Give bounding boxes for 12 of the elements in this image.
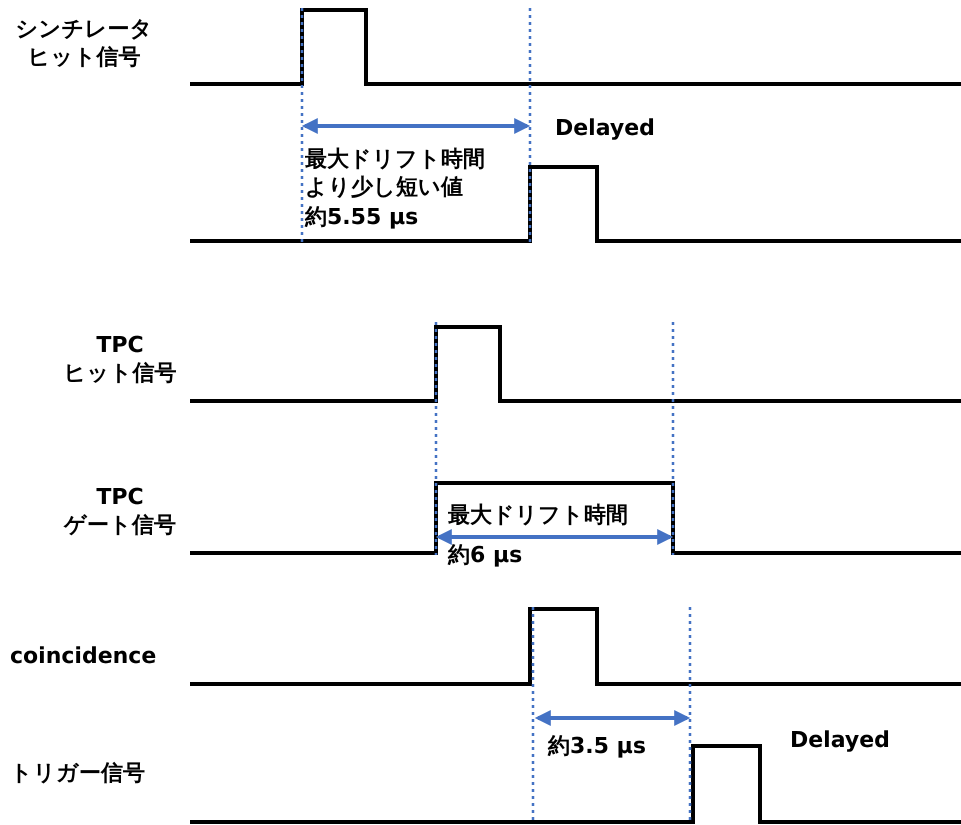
signal-label: シンチレータヒット信号: [14, 16, 154, 72]
signal-label: TPCヒット信号: [62, 332, 178, 388]
annotation-text: 最大ドリフト時間: [448, 502, 628, 530]
annotation-text: Delayed: [555, 115, 655, 143]
annotation-text: 約3.5 μs: [548, 733, 646, 761]
signal-label: coincidence: [10, 643, 156, 671]
signal-label: TPCゲート信号: [62, 484, 177, 540]
annotation-text: 約5.55 μs: [305, 204, 418, 232]
annotation-text: 最大ドリフト時間より少し短い値: [305, 146, 486, 202]
signal-label: トリガー信号: [10, 760, 145, 788]
annotation-text: Delayed: [790, 727, 890, 755]
annotation-text: 約6 μs: [448, 542, 522, 570]
